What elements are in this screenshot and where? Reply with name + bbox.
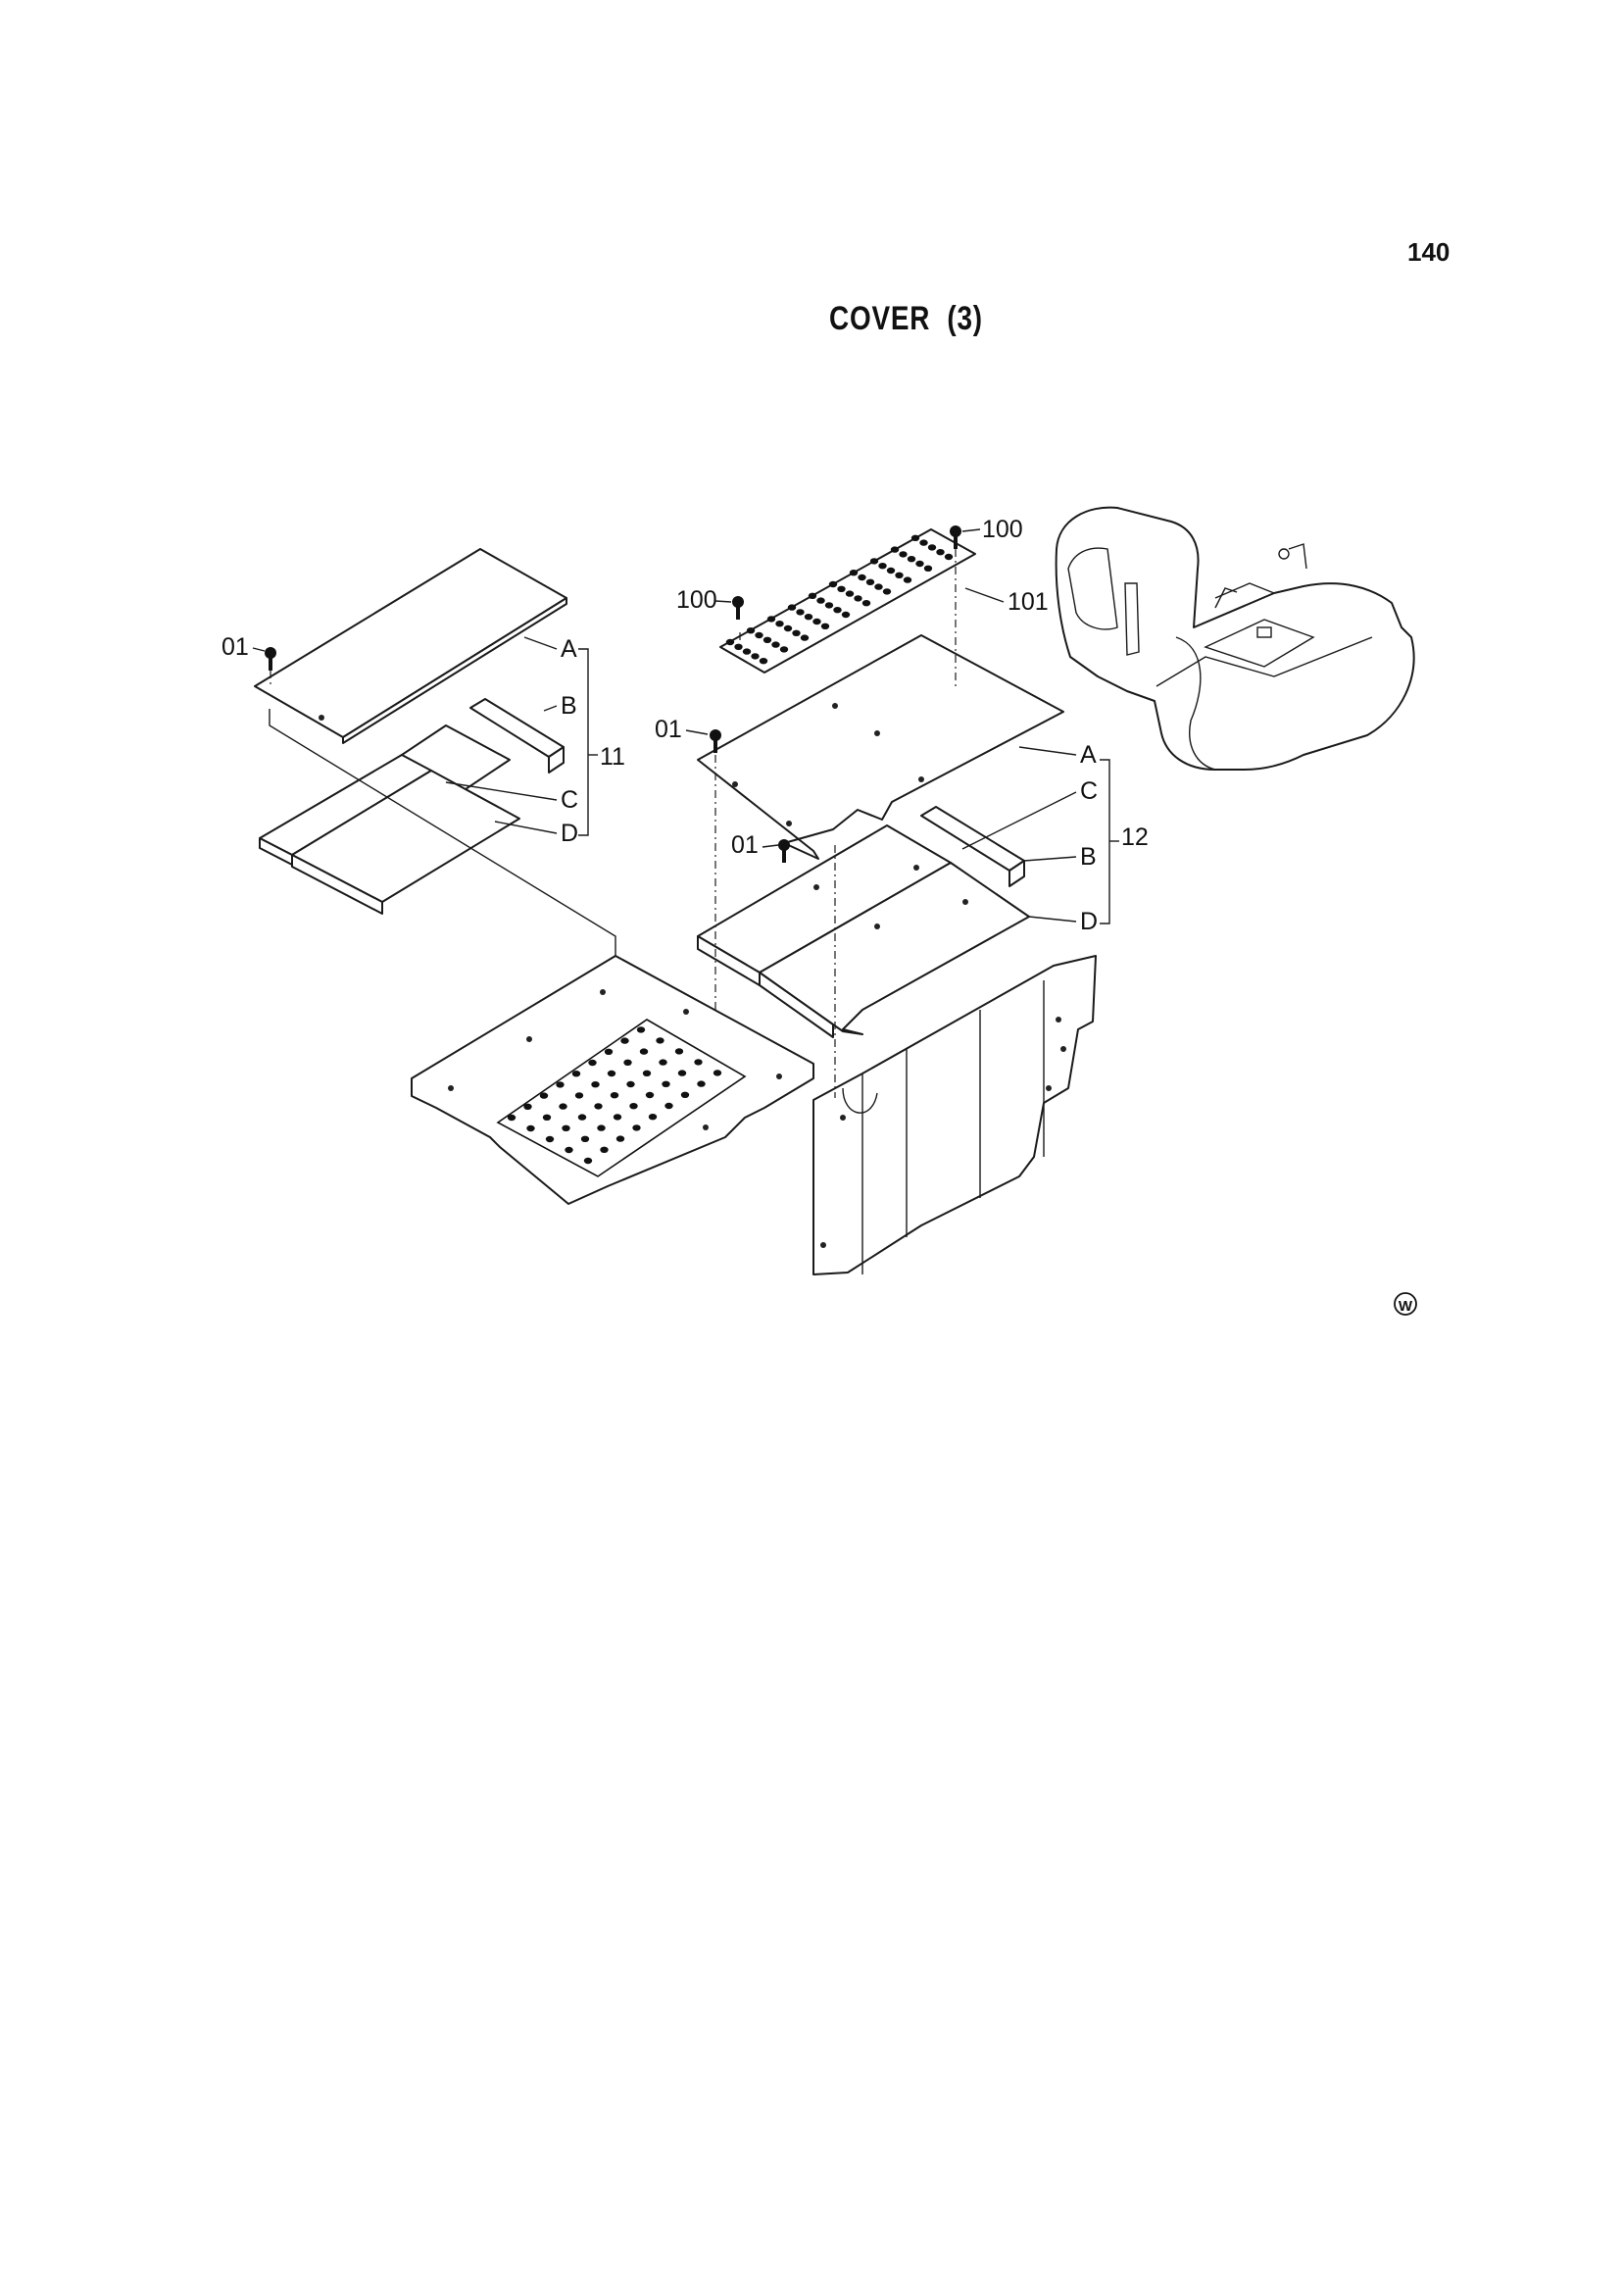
callout-left-a: A <box>561 635 577 663</box>
left-cover-assembly <box>254 548 616 956</box>
callout-right-a: A <box>1080 741 1097 769</box>
bolt-icon <box>950 525 961 549</box>
bolt-icon <box>778 839 790 863</box>
bolt-icon <box>732 596 744 620</box>
callout-left-d: D <box>561 820 578 847</box>
callout-group-12: 12 <box>1121 824 1149 851</box>
perforated-mat <box>719 528 976 674</box>
callout-right-c: C <box>1080 777 1098 805</box>
callout-left-b: B <box>561 692 577 720</box>
callout-right-b: B <box>1080 843 1097 871</box>
callout-left-bolt: 01 <box>221 633 249 661</box>
callout-center-bolt: 01 <box>655 716 682 743</box>
page-number: 140 <box>1407 237 1451 267</box>
callout-right-d: D <box>1080 908 1098 935</box>
center-plate-a <box>697 634 1064 860</box>
group-bracket-12 <box>1100 759 1110 924</box>
center-board-d2 <box>759 862 1030 1035</box>
lower-floor-plate <box>411 955 814 1205</box>
bolt-icon <box>710 729 721 753</box>
w-mark-label: W <box>1399 1298 1413 1315</box>
bolt-icon <box>265 647 276 671</box>
callout-lower-bolt: 01 <box>731 831 759 859</box>
center-cover-assembly <box>697 525 1097 1275</box>
callout-bolt-100a: 100 <box>676 586 717 614</box>
callout-left-c: C <box>561 786 578 814</box>
group-bracket-11 <box>578 648 589 836</box>
left-plate-a <box>254 548 567 738</box>
page-title: COVER (3) <box>829 300 983 337</box>
callout-group-11: 11 <box>600 743 625 771</box>
w-mark: W <box>1394 1292 1417 1316</box>
side-frame <box>812 955 1097 1275</box>
excavator-thumbnail <box>1055 506 1415 771</box>
callout-mat-101: 101 <box>1008 588 1049 616</box>
callout-bolt-100b: 100 <box>982 516 1023 543</box>
